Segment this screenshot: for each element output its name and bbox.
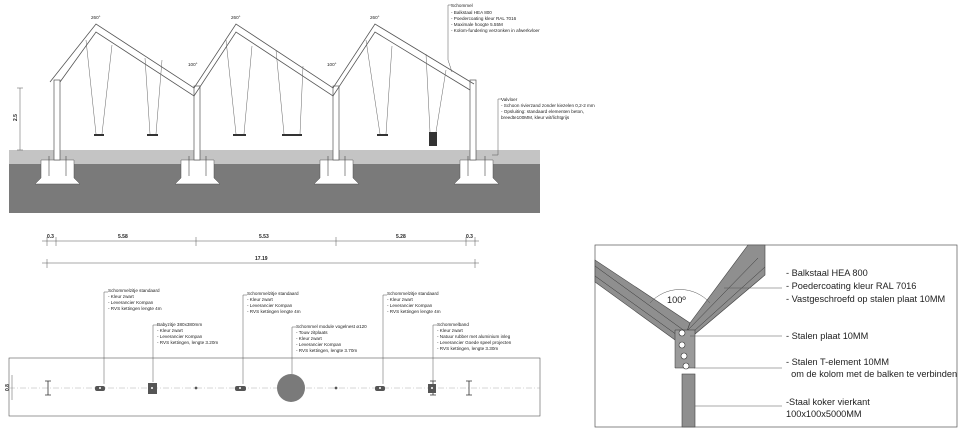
note-title: Babyzitje 380x380mm bbox=[157, 322, 202, 327]
height-dimension bbox=[17, 87, 23, 151]
note-line: - Leverancier Kompan bbox=[247, 303, 293, 308]
note-line: - Kleur zwart bbox=[157, 328, 184, 333]
zigzag-beam bbox=[49, 23, 475, 97]
dimension-chain bbox=[42, 237, 479, 268]
note-line: - Schoon rivierzand zonder kiezelen 0,2-… bbox=[501, 103, 595, 108]
elevation-view: 2.5 260° 260° 260° 100° 100° Schommel - … bbox=[9, 3, 595, 213]
ground-slab bbox=[9, 150, 540, 164]
note-title: Schommelband bbox=[437, 322, 469, 327]
apex-angle-2: 260° bbox=[231, 15, 241, 20]
note-line: - Kleur zwart bbox=[247, 297, 274, 302]
dim-total: 17.19 bbox=[255, 256, 268, 262]
note-line: - Poedercoating kleur RAL 7016 bbox=[451, 16, 517, 21]
note-line: - Kolom-fundering verzonken in afwerkvlo… bbox=[451, 28, 540, 33]
height-label: 2.5 bbox=[13, 114, 19, 121]
note-line: - Kleur zwart bbox=[387, 297, 414, 302]
note-line: - Touw zitplaats bbox=[296, 330, 328, 335]
plan-leaders bbox=[103, 291, 437, 384]
detail-label-1: - Balkstaal HEA 800 bbox=[786, 268, 868, 278]
detail-view: 100º - Balkstaal HEA 800 - Poedercoating… bbox=[594, 244, 958, 428]
dim-4: 5.28 bbox=[396, 234, 406, 240]
dim-2: 5.58 bbox=[118, 234, 128, 240]
note-line: - Kleur zwart bbox=[437, 328, 464, 333]
note-line: - Leverancier Kompan bbox=[108, 300, 154, 305]
detail-label-2: - Poedercoating kleur RAL 7016 bbox=[786, 281, 916, 291]
detail-label-3: - Vastgeschroefd op stalen plaat 10MM bbox=[786, 294, 945, 304]
detail-flange-lines bbox=[594, 257, 766, 341]
note-line: - Natuur rubber met aluminium inleg bbox=[437, 334, 511, 339]
dim-3: 5.53 bbox=[259, 234, 269, 240]
note-zitje-3: Schommelzitje standaard - Kleur zwart - … bbox=[387, 291, 441, 314]
note-line: - Opsluiting: standaard elementen beton, bbox=[501, 109, 584, 114]
steel-plate bbox=[674, 329, 696, 369]
note-line: - Leverancier Kompan bbox=[157, 334, 203, 339]
valley-angle-1: 100° bbox=[188, 62, 198, 67]
plan-outline bbox=[8, 357, 541, 417]
depth-label: 0.8 bbox=[5, 384, 11, 391]
detail-bolts bbox=[678, 329, 690, 370]
note-vogelnest: Schommel module vogelnest ø120 - Touw zi… bbox=[296, 324, 367, 353]
note-line: - RVS kettingen, lengte 3.70m bbox=[296, 348, 357, 353]
detail-angle: 100º bbox=[667, 295, 686, 305]
note-valvloer: Valvloer - Schoon rivierzand zonder kiez… bbox=[501, 97, 595, 120]
note-title: Schommelzitje standaard bbox=[108, 288, 160, 293]
note-schommelband: Schommelband - Kleur zwart - Natuur rubb… bbox=[437, 322, 512, 351]
note-line: - RVS kettingen lengte 4m bbox=[247, 309, 301, 314]
detail-label-7: -Staal koker vierkant bbox=[786, 397, 870, 407]
note-title: Schommelzitje standaard bbox=[387, 291, 439, 296]
detail-column bbox=[681, 373, 696, 428]
angle-arc bbox=[649, 289, 711, 304]
note-line: - Leverancier Goede speel projecten bbox=[437, 340, 512, 345]
note-babyzitje: Babyzitje 380x380mm - Kleur zwart - Leve… bbox=[157, 322, 218, 345]
dim-5: 0.3 bbox=[466, 234, 473, 240]
anchor-bolts bbox=[48, 156, 486, 176]
note-line: - Leverancier Kompan bbox=[296, 342, 342, 347]
note-line: - Kleur zwart bbox=[296, 336, 323, 341]
ground-soil bbox=[9, 164, 540, 213]
valley-angle-2: 100° bbox=[327, 62, 337, 67]
apex-angle-3: 260° bbox=[370, 15, 380, 20]
detail-leaders bbox=[690, 287, 782, 407]
note-title: Schommel module vogelnest ø120 bbox=[296, 324, 367, 329]
swing-chains bbox=[85, 39, 447, 135]
note-zitje-2: Schommelzitje standaard - Kleur zwart - … bbox=[247, 291, 301, 314]
detail-label-4: - Stalen plaat 10MM bbox=[786, 331, 868, 341]
foundation-footings bbox=[34, 159, 500, 185]
detail-label-5: - Stalen T-element 10MM bbox=[786, 357, 889, 367]
plan-seat-dots bbox=[99, 387, 433, 389]
columns bbox=[53, 79, 477, 161]
swing-seats bbox=[94, 132, 437, 146]
elevation-leaders bbox=[447, 4, 502, 156]
note-line: - Maximale hoogte 5.55M bbox=[451, 22, 503, 27]
plan-view: 0.3 5.58 5.53 5.28 0.3 17.19 0.8 bbox=[5, 234, 541, 417]
note-line: - RVS kettingen lengte 4m bbox=[387, 309, 441, 314]
note-zitje-1: Schommelzitje standaard - Kleur zwart - … bbox=[108, 288, 162, 311]
plan-columns bbox=[45, 380, 472, 396]
note-line: - RVS kettingen, lengte 3.30m bbox=[437, 346, 498, 351]
note-line: breedte100MM, kleur wit/lichtgrijs bbox=[501, 115, 570, 120]
note-line: - Kleur zwart bbox=[108, 294, 135, 299]
note-line: - RVS kettingen, lengte 3.20m bbox=[157, 340, 218, 345]
note-line: - RVS kettingen lengte 4m bbox=[108, 306, 162, 311]
note-title: Schommelzitje standaard bbox=[247, 291, 299, 296]
apex-angle-1: 260° bbox=[91, 15, 101, 20]
note-title: Schommel bbox=[451, 3, 473, 8]
note-line: - Balkstaal HEA 800 bbox=[451, 10, 492, 15]
note-line: - Leverancier Kompan bbox=[387, 303, 433, 308]
detail-label-8: 100x100x5000MM bbox=[786, 409, 862, 419]
note-title: Valvloer bbox=[501, 97, 518, 102]
note-schommel: Schommel - Balkstaal HEA 800 - Poedercoa… bbox=[451, 3, 540, 33]
detail-label-6: om de kolom met de balken te verbinden bbox=[786, 369, 957, 379]
dim-1: 0.3 bbox=[47, 234, 54, 240]
